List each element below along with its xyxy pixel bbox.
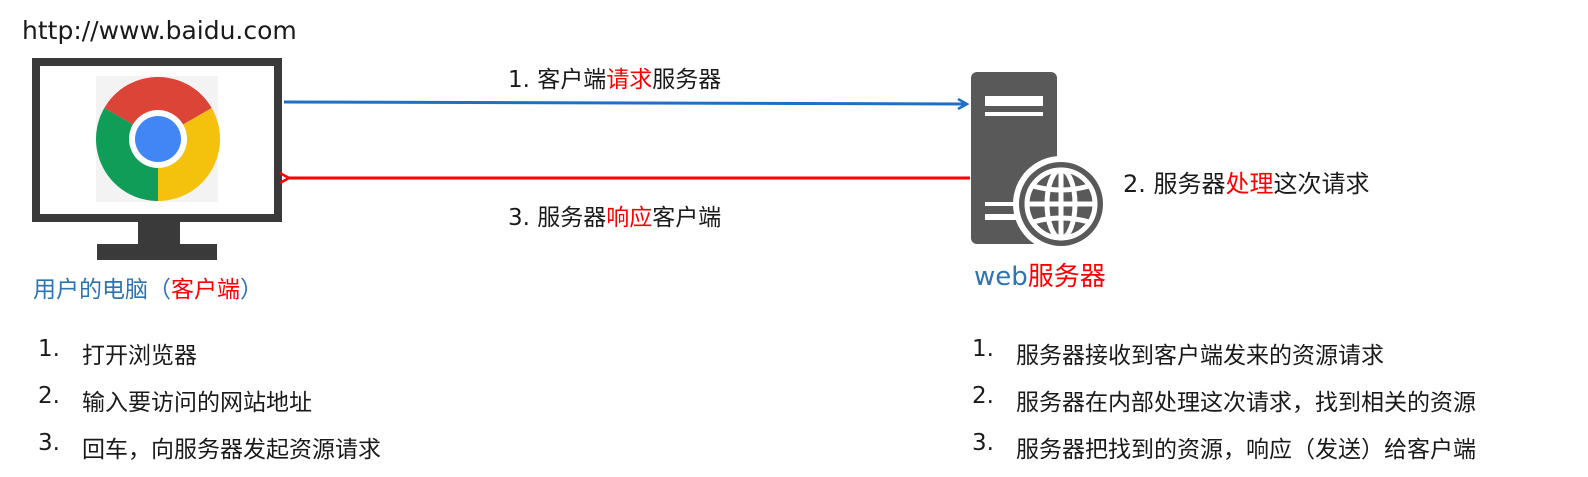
- response-label-prefix: 3. 服务器: [508, 205, 607, 231]
- response-label-suffix: 客户端: [652, 205, 722, 231]
- url-text: http://www.baidu.com: [22, 16, 297, 45]
- chrome-browser-icon: [95, 76, 221, 202]
- client-label-suffix: ）: [240, 277, 263, 303]
- request-label-prefix: 1. 客户端: [508, 67, 607, 93]
- step-text: 服务器在内部处理这次请求，找到相关的资源: [1016, 390, 1476, 416]
- step-number: 1.: [38, 336, 60, 362]
- request-label-suffix: 服务器: [652, 67, 722, 93]
- step-number: 3.: [972, 430, 994, 456]
- process-label-prefix: 2. 服务器: [1123, 170, 1226, 198]
- step-number: 1.: [972, 336, 994, 362]
- step-text: 回车，向服务器发起资源请求: [82, 437, 381, 463]
- globe-icon: [1024, 167, 1098, 241]
- client-label-highlight: 客户端: [171, 277, 240, 303]
- client-label: 用户的电脑（客户端）: [33, 270, 263, 304]
- step-text: 服务器把找到的资源，响应（发送）给客户端: [1016, 437, 1476, 463]
- process-label-highlight: 处理: [1225, 170, 1274, 198]
- step-number: 2.: [972, 383, 994, 409]
- client-label-prefix: 用户的电脑（: [33, 277, 171, 303]
- server-label: web服务器: [974, 256, 1106, 293]
- step-number: 2.: [38, 383, 60, 409]
- request-label-highlight: 请求: [606, 67, 653, 93]
- request-arrow-label: 1. 客户端请求服务器: [508, 60, 721, 94]
- step-text: 服务器接收到客户端发来的资源请求: [1016, 343, 1384, 369]
- response-label-highlight: 响应: [606, 205, 653, 231]
- step-number: 3.: [38, 430, 60, 456]
- request-arrow: [283, 102, 966, 104]
- process-label-suffix: 这次请求: [1273, 170, 1370, 198]
- web-server-icon: [971, 72, 1109, 252]
- process-label: 2. 服务器处理这次请求: [1123, 164, 1370, 199]
- step-text: 打开浏览器: [82, 343, 197, 369]
- step-text: 输入要访问的网站地址: [82, 390, 312, 416]
- response-arrow-label: 3. 服务器响应客户端: [508, 198, 721, 232]
- server-label-web: web: [974, 262, 1028, 292]
- server-label-rest: 服务器: [1027, 262, 1106, 292]
